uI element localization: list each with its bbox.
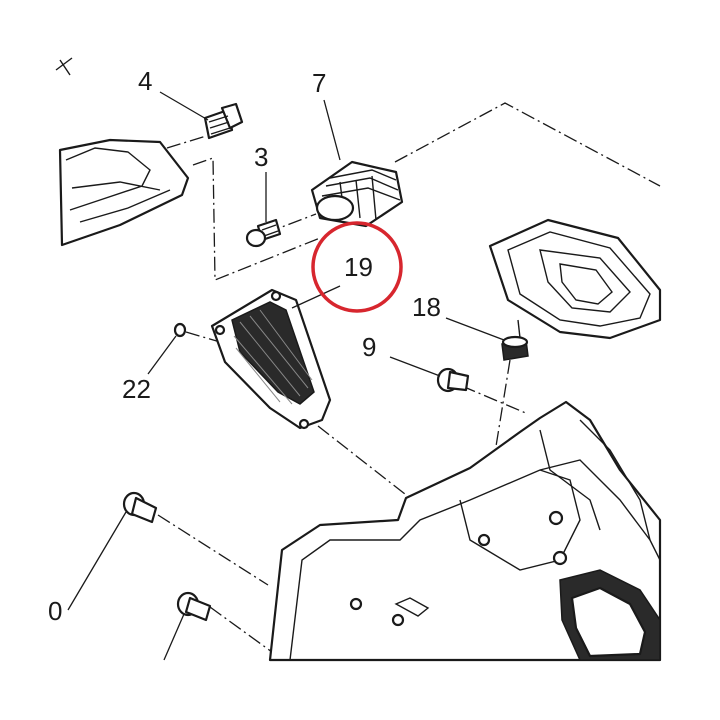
screw-lower-left-a (122, 491, 158, 524)
highlight-circle (311, 221, 403, 313)
screw-part-9 (436, 367, 470, 393)
leader-lines (67, 91, 505, 661)
bolt-part-4 (203, 102, 244, 140)
callout-18: 18 (412, 292, 441, 322)
callout-22: 22 (122, 374, 151, 404)
callout-9: 9 (362, 332, 376, 362)
callout-7: 7 (312, 68, 326, 98)
main-body-frame (268, 400, 662, 662)
screw-lower-left-b (176, 591, 212, 622)
callout-0: 0 (48, 596, 62, 626)
callout-19: 19 (344, 252, 373, 282)
grommet-part-18 (501, 319, 529, 361)
left-bracket-part (55, 57, 190, 247)
screw-part-3 (245, 218, 282, 248)
headlight-lens-part (488, 218, 662, 340)
rubber-grommet-part-7 (310, 160, 404, 228)
clip-part-22 (173, 322, 187, 338)
mesh-grille-part-19 (210, 288, 332, 430)
callout-3: 3 (254, 142, 268, 172)
callout-4: 4 (138, 66, 152, 96)
